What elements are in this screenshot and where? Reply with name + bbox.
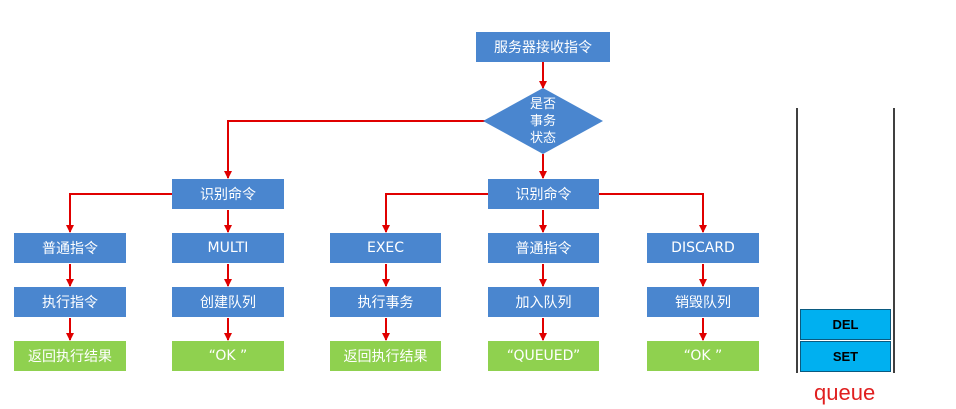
col4-result: “QUEUED” — [488, 341, 599, 371]
col5-step2: 销毁队列 — [647, 287, 759, 317]
decision-label: 是否 事务 状态 — [523, 96, 563, 147]
col5-result: “OK ” — [647, 341, 759, 371]
queue-label: queue — [814, 380, 876, 405]
col2-step2: 创建队列 — [172, 287, 284, 317]
arrow-right-to-col5 — [599, 193, 707, 233]
right-recognize-node: 识别命令 — [488, 179, 599, 209]
decision-line-1: 是否 — [529, 97, 556, 112]
decision-diamond — [483, 88, 603, 154]
server-receive-node: 服务器接收指令 — [476, 32, 610, 62]
col4-step1: 普通指令 — [488, 233, 599, 263]
queue-item-set: SET — [800, 341, 891, 372]
decision-line-3: 状态 — [529, 131, 556, 146]
col2-result: “OK ” — [172, 341, 284, 371]
arrow-left-to-col1 — [66, 193, 172, 233]
decision-line-2: 事务 — [529, 114, 556, 129]
col3-step2: 执行事务 — [330, 287, 441, 317]
arrow-decision-to-left — [224, 120, 486, 179]
arrow-right-to-col3 — [382, 193, 488, 233]
col1-step1: 普通指令 — [14, 233, 126, 263]
col4-step2: 加入队列 — [488, 287, 599, 317]
col1-result: 返回执行结果 — [14, 341, 126, 371]
left-recognize-node: 识别命令 — [172, 179, 284, 209]
col1-step2: 执行指令 — [14, 287, 126, 317]
col5-step1: DISCARD — [647, 233, 759, 263]
col2-step1: MULTI — [172, 233, 284, 263]
col3-step1: EXEC — [330, 233, 441, 263]
queue-item-del: DEL — [800, 309, 891, 340]
col3-result: 返回执行结果 — [330, 341, 441, 371]
